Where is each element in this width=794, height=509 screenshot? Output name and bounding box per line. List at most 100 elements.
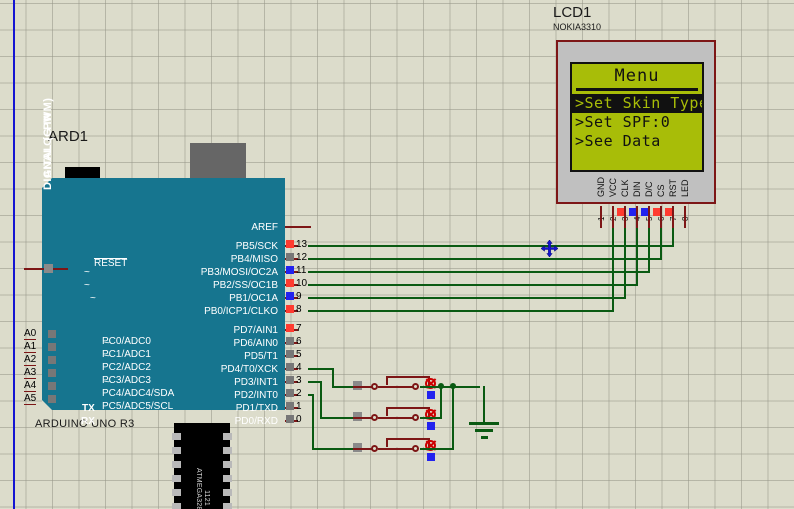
ground-bar-2 bbox=[475, 429, 493, 432]
wire-d11-to-lcd-dc[interactable] bbox=[308, 271, 648, 273]
chip-pin bbox=[172, 447, 181, 454]
switch-1-body[interactable] bbox=[386, 376, 430, 385]
wire-d3-seg2[interactable] bbox=[320, 381, 322, 419]
digital-pin-state-12 bbox=[286, 253, 294, 261]
analog-pin-state-a3 bbox=[48, 369, 56, 377]
digital-group-label: DIGITAL (~PWM) bbox=[42, 97, 54, 190]
chip-pin bbox=[172, 503, 181, 509]
analog-net-label-a0: A0 bbox=[24, 328, 37, 340]
analog-net-label-a2: A2 bbox=[24, 354, 37, 366]
wire-switch2-riser[interactable] bbox=[440, 386, 442, 419]
chip-pin bbox=[223, 503, 232, 509]
wire-switch2-seg1[interactable] bbox=[420, 417, 442, 419]
digital-pin-name-6: PD6/AIN0 bbox=[233, 338, 278, 349]
lcd-title-divider bbox=[576, 88, 698, 91]
digital-pin-state-6 bbox=[286, 337, 294, 345]
switch-2-contact-bar bbox=[378, 417, 414, 419]
lcd-pin-label-rst: RST bbox=[668, 179, 678, 197]
mcu-chip-atmega328p[interactable]: 1121 ATMEGA328P-PU bbox=[172, 423, 232, 509]
lcd-menu-item-1[interactable]: >Set SPF:0 bbox=[575, 113, 671, 131]
wire-d4-seg3[interactable] bbox=[332, 386, 364, 388]
wire-ground-drop[interactable] bbox=[483, 386, 485, 424]
switch-1-right-terminal[interactable] bbox=[412, 383, 419, 390]
wire-d11-riser[interactable] bbox=[648, 228, 650, 273]
wire-d13-to-lcd-rst[interactable] bbox=[308, 245, 672, 247]
wire-d8-riser[interactable] bbox=[612, 228, 614, 312]
switch-1-left-terminal[interactable] bbox=[371, 383, 378, 390]
switch-1-left-lead bbox=[353, 386, 375, 388]
wire-d9-to-lcd-clk[interactable] bbox=[308, 297, 624, 299]
pwm-marker-6: ~ bbox=[104, 338, 110, 349]
analog-pin-state-a2 bbox=[48, 356, 56, 364]
switch-3-left-terminal[interactable] bbox=[371, 445, 378, 452]
wire-d9-riser[interactable] bbox=[624, 228, 626, 299]
lcd-pinwire-3 bbox=[624, 206, 626, 228]
wire-d2-seg3[interactable] bbox=[312, 448, 364, 450]
analog-pin-name-a5: PC5/ADC5/SCL bbox=[102, 401, 174, 412]
lcd-pin-label-led: LED bbox=[680, 179, 690, 197]
wire-d10-to-lcd-din[interactable] bbox=[308, 284, 636, 286]
switch-3-pad bbox=[353, 443, 362, 452]
wire-switch3-seg1[interactable] bbox=[420, 448, 454, 450]
lcd-menu-item-2[interactable]: >See Data bbox=[575, 132, 661, 150]
switch-3-body[interactable] bbox=[386, 438, 430, 447]
switch-3-actuator-icon[interactable] bbox=[425, 440, 436, 451]
lcd-screen: Menu >Set Skin Type >Set SPF:0 >See Data bbox=[570, 62, 704, 172]
reset-pin-pad bbox=[44, 264, 53, 273]
arduino-reference-label: ARD1 bbox=[48, 128, 89, 145]
wire-d2-seg1[interactable] bbox=[308, 394, 314, 396]
analog-net-label-a5: A5 bbox=[24, 393, 37, 405]
digital-pin-name-0: PD0/RXD bbox=[234, 416, 278, 427]
lcd-pinwire-8 bbox=[684, 206, 686, 228]
pwm-marker-3: ~ bbox=[104, 377, 110, 388]
analog-net-label-a3: A3 bbox=[24, 367, 37, 379]
digital-pin-num-2: 2 bbox=[296, 388, 302, 399]
switch-2-right-terminal[interactable] bbox=[412, 414, 419, 421]
mcu-part-label: 1121 ATMEGA328P-PU bbox=[195, 467, 210, 509]
digital-pin-name-1: PD1/TXD bbox=[235, 403, 278, 414]
arduino-uno-board[interactable]: ANALOG IN DIGITAL (~PWM) RESET AREF PC0/… bbox=[42, 98, 285, 509]
lcd-pin-label-vcc: VCC bbox=[608, 177, 618, 197]
analog-net-label-a4: A4 bbox=[24, 380, 37, 392]
switch-2-left-terminal[interactable] bbox=[371, 414, 378, 421]
digital-pin-name-5: PD5/T1 bbox=[244, 351, 278, 362]
lcd-module-nokia3310[interactable]: Menu >Set Skin Type >Set SPF:0 >See Data bbox=[556, 40, 716, 204]
analog-pin-state-a4 bbox=[48, 382, 56, 390]
lcd-pin-state-clk bbox=[617, 208, 625, 216]
wire-d3-seg1[interactable] bbox=[308, 381, 322, 383]
digital-pin-num-8: 8 bbox=[296, 304, 302, 315]
lcd-value-label: NOKIA3310 bbox=[553, 22, 602, 32]
wire-d12-riser[interactable] bbox=[660, 228, 662, 260]
lcd-menu-item-0[interactable]: >Set Skin Type bbox=[572, 94, 702, 113]
lcd-pin-state-din bbox=[629, 208, 637, 216]
switch-1-actuator-icon[interactable] bbox=[425, 378, 436, 389]
junction-dot-switch3 bbox=[450, 383, 456, 389]
lcd-pin-state-rst bbox=[665, 208, 673, 216]
wire-d2-seg2[interactable] bbox=[312, 394, 314, 450]
wire-d3-seg3[interactable] bbox=[320, 417, 364, 419]
switch-2-body[interactable] bbox=[386, 407, 430, 416]
switch-3-right-terminal[interactable] bbox=[412, 445, 419, 452]
wire-d10-riser[interactable] bbox=[636, 228, 638, 286]
digital-pin-name-7: PD7/AIN1 bbox=[233, 325, 278, 336]
sheet-boundary-line bbox=[13, 0, 15, 509]
rx-marker: RX bbox=[81, 416, 95, 427]
wire-switch3-riser[interactable] bbox=[452, 386, 454, 450]
digital-pin-num-4: 4 bbox=[296, 362, 302, 373]
junction-dot-switch2 bbox=[438, 383, 444, 389]
wire-d13-riser[interactable] bbox=[672, 228, 674, 247]
digital-pin-state-11 bbox=[286, 266, 294, 274]
switch-2-state-indicator bbox=[427, 422, 435, 430]
wire-d12-to-lcd-cs[interactable] bbox=[308, 258, 660, 260]
switch-2-actuator-icon[interactable] bbox=[425, 409, 436, 420]
digital-pin-state-9 bbox=[286, 292, 294, 300]
wire-d4-seg2[interactable] bbox=[332, 368, 334, 388]
wire-d8-to-lcd-vcc[interactable] bbox=[308, 310, 612, 312]
pwm-marker-10: ~ bbox=[84, 280, 90, 291]
tx-marker: TX bbox=[82, 403, 95, 414]
chip-pin bbox=[172, 433, 181, 440]
switch-1-pad bbox=[353, 381, 362, 390]
switch-1-state-indicator bbox=[427, 391, 435, 399]
wire-d4-seg1[interactable] bbox=[308, 368, 334, 370]
